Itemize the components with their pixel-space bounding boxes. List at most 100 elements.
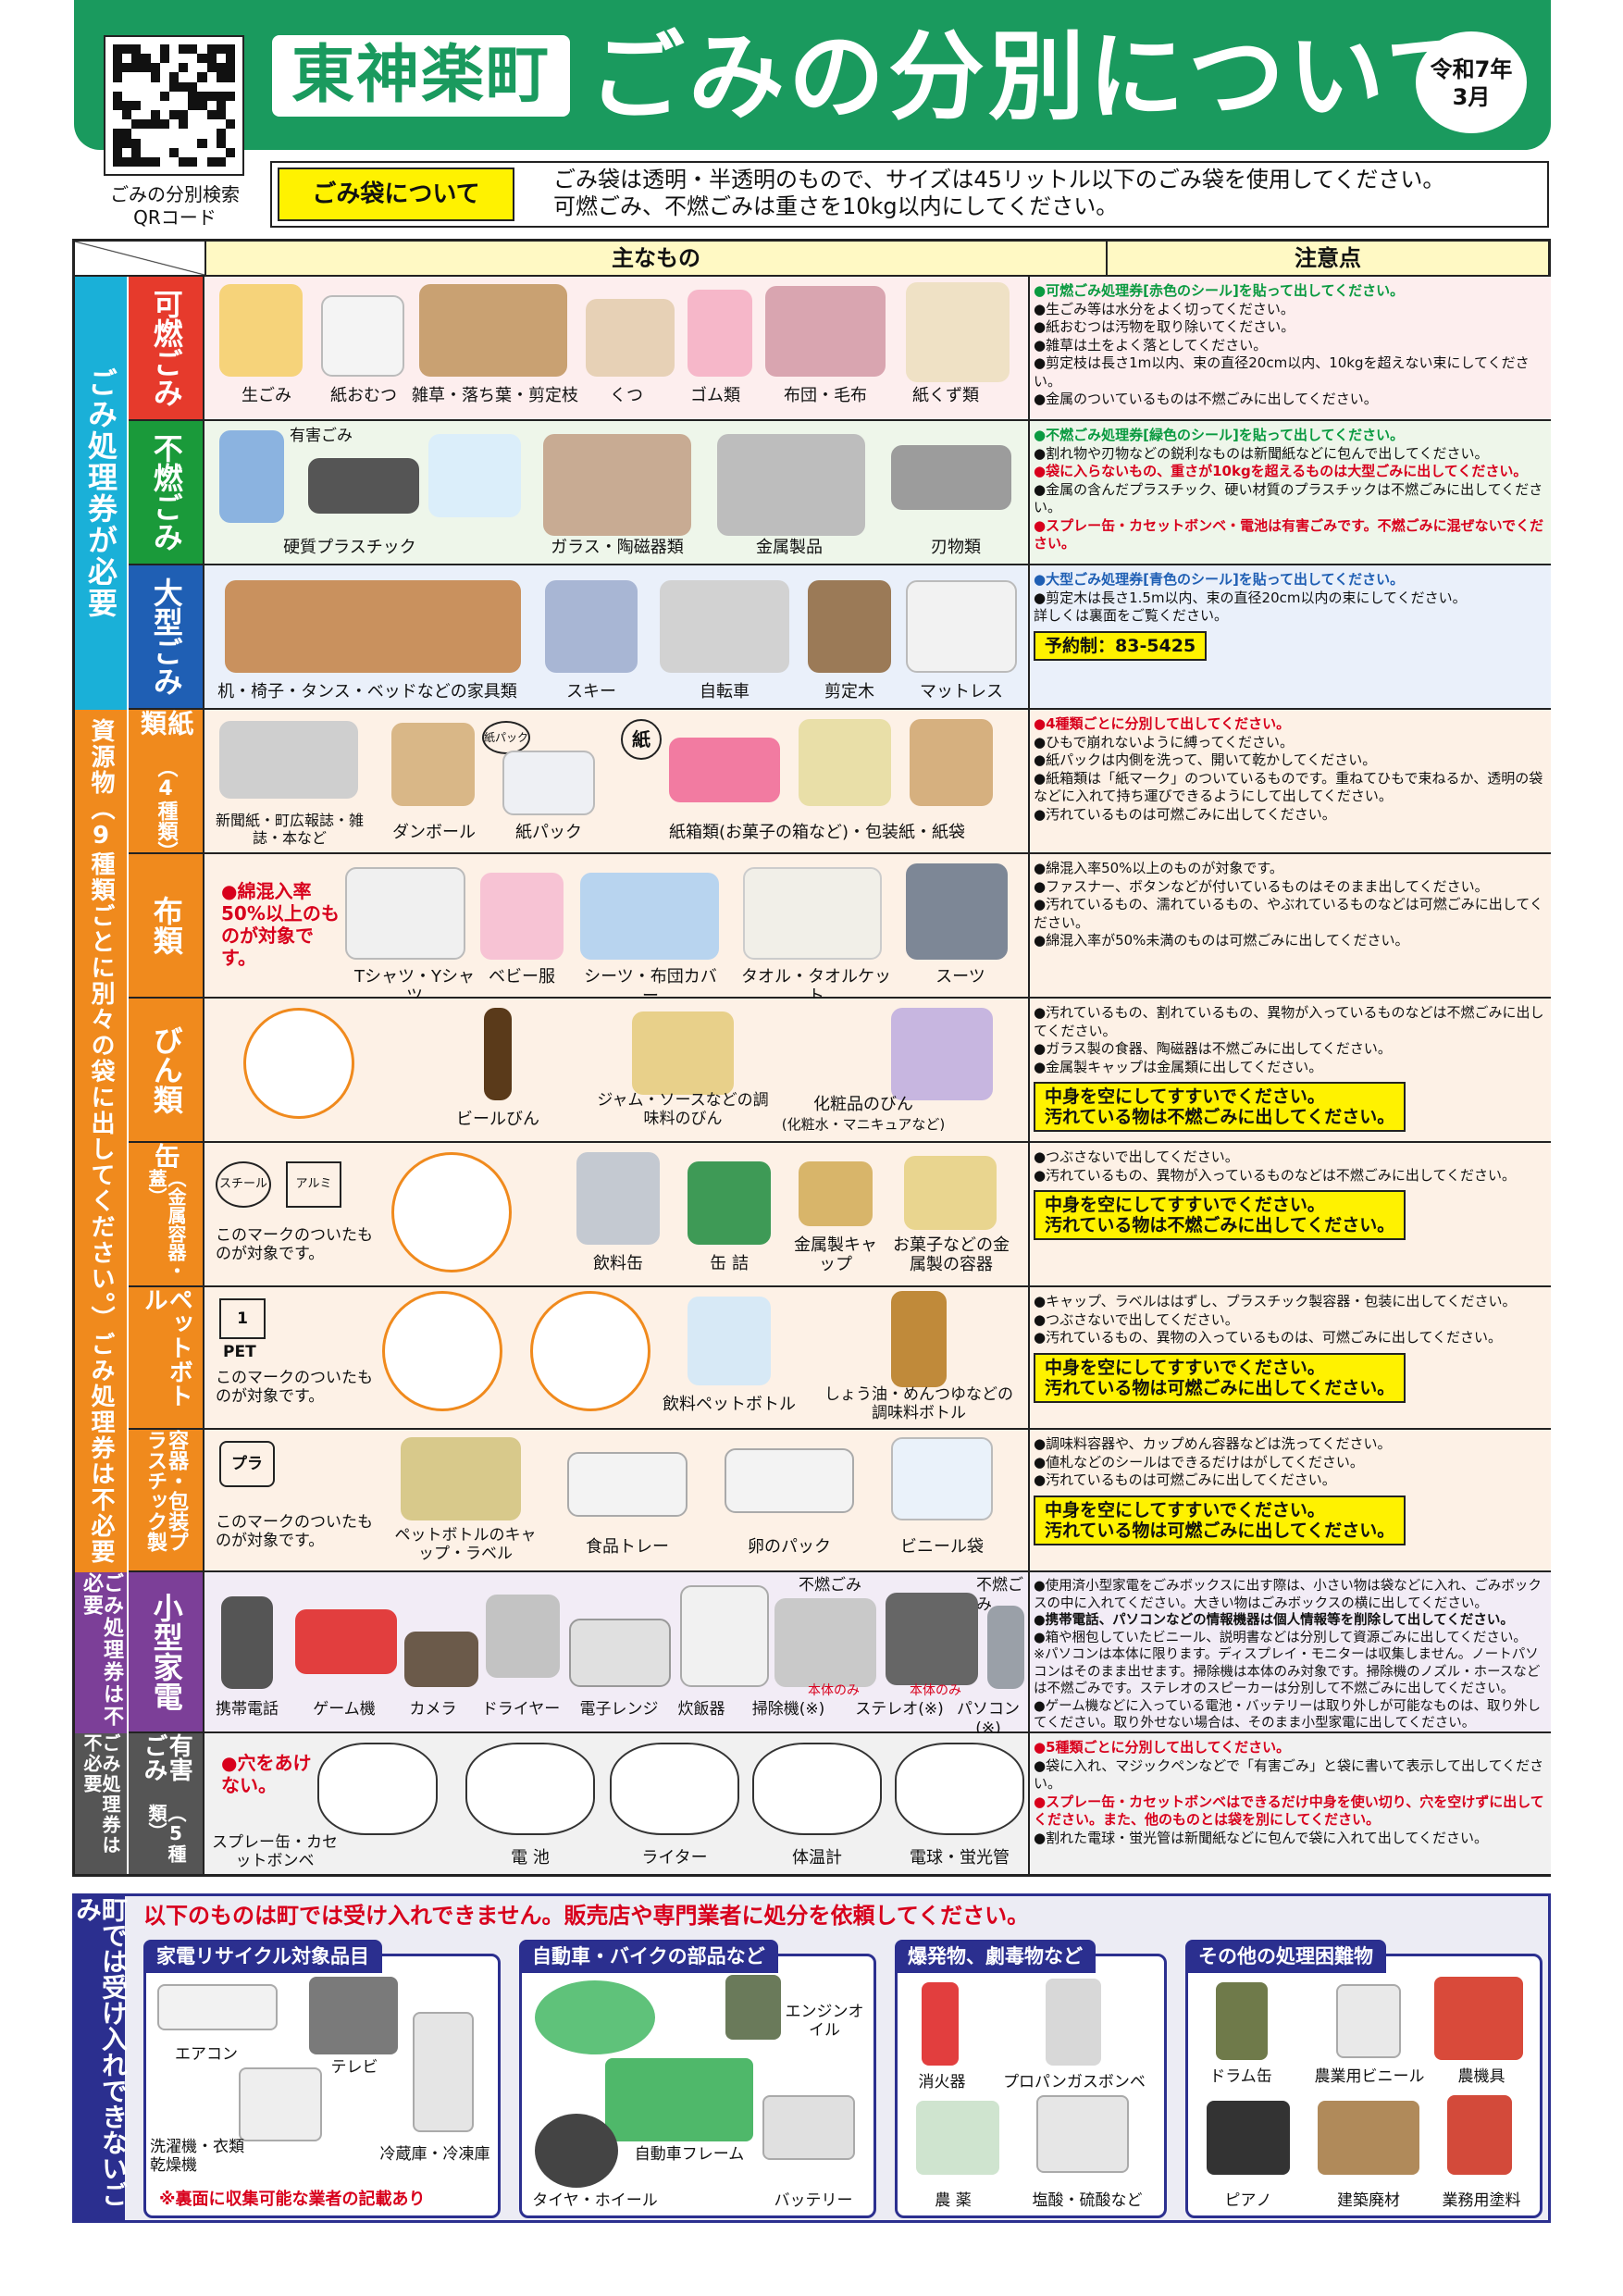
qr-module [197,148,206,157]
qr-module [113,72,123,82]
remove-cap-icon [382,1291,502,1411]
qr-module [141,119,151,130]
box-appliance-recycling: 家電リサイクル対象品目 エアコン テレビ 洗濯機・衣類乾燥機 冷蔵庫・冷凍庫 ※… [143,1940,501,2218]
note: 調味料容器や、カップめん容器などは洗ってください。 [1046,1435,1392,1452]
note: 汚れているものは可燃ごみに出してください。 [1046,1471,1336,1488]
item-label: 電 池 [511,1848,550,1868]
item-label: バッテリー [774,2191,853,2210]
unacceptable-section: 町では受け入れできないごみ 以下のものは町では受け入れできません。販売店や専門業… [72,1893,1551,2223]
item-label: 消火器 [918,2073,966,2091]
qr-module [159,91,169,101]
nonburnable-tag-2: 不燃ごみ [976,1576,1023,1614]
drink-can-icon [576,1152,660,1245]
qr-module [141,156,151,167]
qr-module [160,101,169,110]
qr-module [188,44,198,55]
qr-module [197,63,206,72]
rinse-bottle-icon [243,1008,354,1119]
qr-module [216,44,226,55]
qr-code-pattern [113,44,235,167]
item-label: 体温計 [792,1848,842,1868]
qr-module [225,72,235,82]
row-bottle: びん類 ビールびん ジャム・ソースなどの調味料のびん 化粧品のびん (化粧水・マ… [129,999,1551,1143]
qr-module [150,110,160,120]
food-waste-icon [219,284,303,377]
notes-burnable: ●可燃ごみ処理券[赤色のシール]を貼って出してください。 ●生ごみ等は水分をよく… [1034,282,1530,407]
item-label: 洗濯機・衣類乾燥機 [150,2138,244,2175]
note: 綿混入率が50%未満のものは可燃ごみに出してください。 [1046,932,1409,949]
canned-food-icon [688,1161,771,1245]
highlight-line: 汚れている物は可燃ごみに出してください。 [1045,1520,1395,1541]
qr-module [207,101,217,110]
item-label: 電子レンジ [579,1700,659,1719]
qr-module [179,110,189,120]
egg-pack-icon [725,1448,854,1513]
row-pet: ペットボトル 1 PET このマークのついたものが対象です。 飲料ペットボトル … [129,1287,1551,1430]
recycling-footnote: ※裏面に収集可能な業者の記載あり [159,2190,426,2209]
qr-module [216,156,226,167]
header-notes: 注意点 [1108,242,1548,277]
row-plastic: 容器・包装プラスチック製 プラ このマークのついたものが対象です。 ペットボトル… [129,1430,1551,1572]
qr-module [160,129,169,138]
note: 剪定枝は長さ1m以内、束の直径20cm以内、10kgを超えない束にしてください。 [1034,354,1530,390]
shirt-icon [345,867,465,960]
qr-module [226,157,235,167]
item-label: 業務用塗料 [1442,2191,1521,2210]
item-label: 金属製品 [756,538,823,557]
cut-wood-icon [808,580,891,673]
qr-module [168,81,180,92]
qr-module [188,119,197,129]
highlight-line: 汚れている物は不燃ごみに出してください。 [1045,1107,1395,1127]
qr-module [197,72,207,82]
category-small-elec: 小型家電 [129,1572,204,1731]
qr-module [197,91,207,101]
television-icon [309,1977,398,2054]
spray-can-bag-icon [317,1743,438,1835]
items-bottle: ビールびん ジャム・ソースなどの調味料のびん 化粧品のびん (化粧水・マニキュア… [206,999,1030,1141]
qr-module [188,100,198,111]
group-ticket-required: ごみ処理券が必要 [75,277,129,710]
qr-module [179,44,189,55]
note: 可燃ごみ処理券[赤色のシール]を貼って出してください。 [1046,282,1405,299]
qr-code[interactable] [104,35,244,176]
item-label: 建築廃材 [1337,2191,1400,2210]
qr-module [150,119,160,130]
pet-mark-icon: 1 [219,1298,266,1339]
qr-module [226,101,235,110]
qr-module [151,82,160,92]
qr-module [226,129,235,138]
paper-bag-icon [910,719,993,806]
item-label: お菓子などの金属製の容器 [893,1235,1010,1274]
body-only-tag: 本体のみ [808,1683,860,1698]
rinse-can-icon [391,1152,512,1272]
item-label: 農 薬 [935,2191,972,2210]
qr-module [216,63,226,73]
item-label: 金属製キャップ [794,1235,877,1274]
qr-module [122,148,131,157]
category-paper-label: 紙類 [137,710,195,736]
qr-module [160,72,169,81]
items-can: スチール アルミ このマークのついたものが対象です。 飲料缶 缶 詰 金属製キャ… [206,1143,1030,1285]
item-label: ガラス・陶磁器類 [551,538,684,557]
qr-module [159,44,169,55]
qr-module [226,139,235,148]
qr-module [160,63,169,72]
battery-icon [762,2095,855,2160]
qr-module [113,82,122,92]
hazard-caution: ●穴をあけない。 [221,1752,312,1796]
qr-module [179,119,189,130]
item-label: 紙箱類(お菓子の箱など)・包装紙・紙袋 [668,823,966,842]
cardboard-icon [391,723,475,806]
qr-caption-line2: QRコード [133,206,217,229]
unacceptable-lead: 以下のものは町では受け入れできません。販売店や専門業者に処分を依頼してください。 [143,1903,1030,1929]
qr-module [141,44,150,54]
jam-bottle-icon [632,1011,734,1095]
reservation-phone: 予約制：83-5425 [1034,630,1208,661]
note: ゲーム機などに入っている電池・バッテリーは取り外しが可能なものは、取り外してくだ… [1034,1698,1541,1731]
bag-info-text: ごみ袋は透明・半透明のもので、サイズは45リットル以下のごみ袋を使用してください… [553,167,1444,220]
qr-module [197,129,206,138]
box-title: その他の処理困難物 [1185,1940,1386,1973]
note: 不燃ごみ処理券[緑色のシール]を貼って出してください。 [1046,427,1405,443]
qr-module [179,129,188,138]
qr-module [226,110,235,119]
